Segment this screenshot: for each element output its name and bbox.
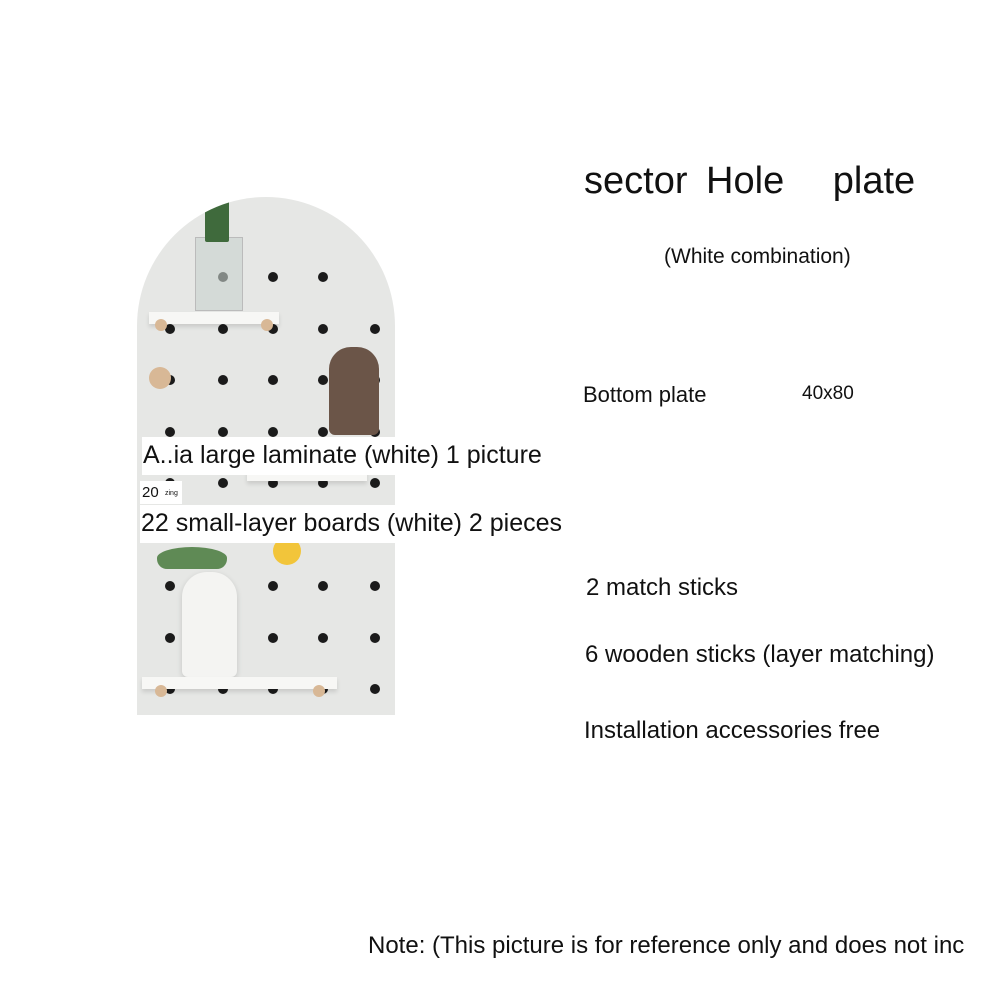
peg-hole: [218, 684, 228, 694]
small-label: zing: [165, 490, 178, 497]
peg-hole: [318, 375, 328, 385]
item-large-laminate: A..ia large laminate (white) 1 picture: [143, 441, 542, 469]
peg-hole: [268, 323, 278, 334]
product-title: sector Hole plate: [584, 160, 915, 204]
bust-vase: [182, 572, 237, 677]
item-small-boards: 22 small-layer boards (white) 2 pieces: [141, 509, 563, 537]
peg-hole: [370, 478, 380, 488]
peg-hole: [165, 426, 175, 437]
peg-hole: [318, 478, 328, 488]
figure-toy: [329, 347, 379, 435]
title-word: sector: [584, 160, 688, 202]
peg-hole: [318, 272, 328, 282]
subtitle: (White combination): [664, 245, 851, 268]
peg-hole: [218, 323, 228, 334]
shelf-top: [149, 312, 279, 324]
wooden-peg: [155, 685, 167, 697]
item-wooden-sticks: 6 wooden sticks (layer matching): [585, 641, 935, 668]
title-word: plate: [832, 160, 916, 202]
peg-hole: [218, 375, 228, 385]
peg-hole: [318, 323, 328, 334]
cactus: [205, 197, 229, 242]
peg-hole: [165, 632, 175, 643]
bottom-plate-size: 40x80: [802, 383, 854, 404]
peg-hole: [268, 272, 278, 282]
item-accessories: Installation accessories free: [584, 717, 881, 744]
text-mask: [142, 437, 398, 475]
plant-jar: [195, 237, 243, 311]
peg-hole: [218, 478, 228, 488]
peg-hole: [318, 581, 328, 591]
peg-hole: [370, 632, 380, 643]
text-mask: [140, 505, 398, 543]
peg-hole: [165, 323, 175, 334]
peg-hole: [268, 581, 278, 591]
peg-hole: [370, 323, 380, 334]
peg-hole: [268, 426, 278, 437]
peg-hole: [268, 632, 278, 643]
title-word: Hole: [706, 160, 785, 202]
wooden-peg: [261, 319, 273, 331]
peg-hole: [370, 581, 380, 591]
disclaimer-note: Note: (This picture is for reference onl…: [368, 932, 965, 959]
peg-hole: [268, 684, 278, 694]
peg-hole: [318, 632, 328, 643]
peg-hole: [218, 426, 228, 437]
peg-hole: [268, 375, 278, 385]
plant-leaves: [157, 547, 227, 569]
peg-hole: [268, 478, 278, 488]
peg-hole: [370, 684, 380, 694]
bottom-plate-label: Bottom plate: [583, 382, 707, 407]
item-number: 20: [142, 484, 159, 501]
shelf-bottom: [142, 677, 337, 689]
wooden-peg: [149, 367, 171, 389]
peg-hole: [165, 581, 175, 591]
peg-hole: [318, 426, 328, 437]
item-match-sticks: 2 match sticks: [586, 574, 739, 601]
peg-hole: [165, 684, 175, 694]
text-mask: [140, 481, 182, 504]
wooden-peg: [313, 685, 325, 697]
wooden-peg: [155, 319, 167, 331]
